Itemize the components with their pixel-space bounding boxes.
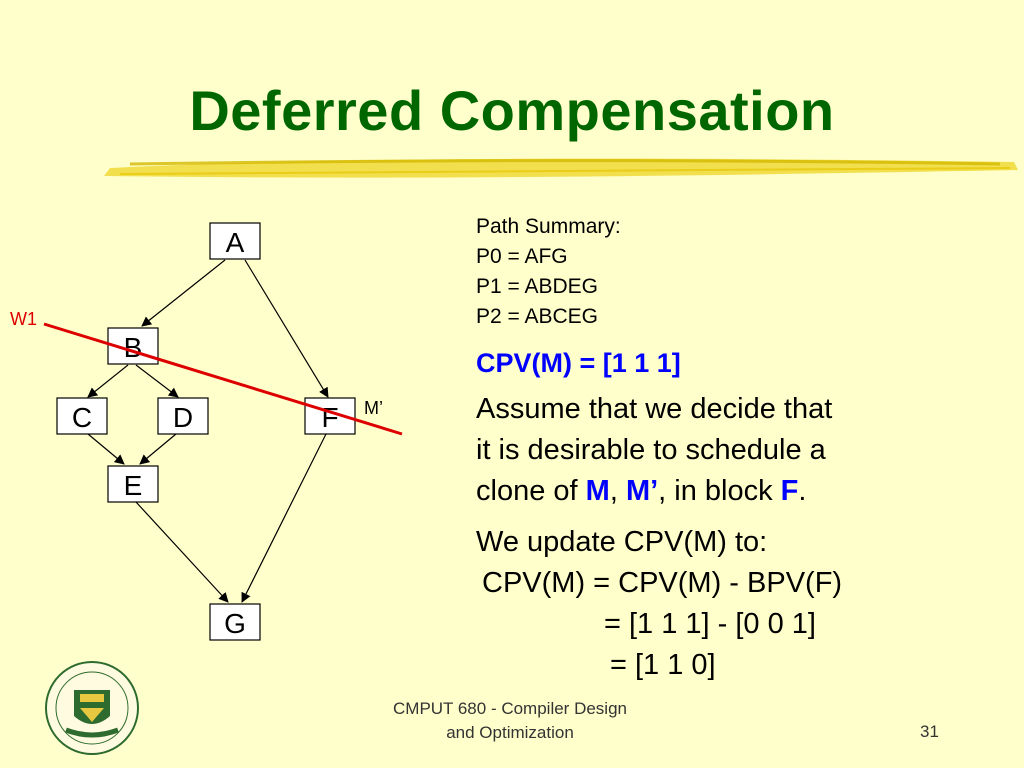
w1-label: W1 xyxy=(10,309,37,329)
edge-c-e xyxy=(87,433,125,465)
course-line-2: and Optimization xyxy=(446,723,574,742)
course-line-1: CMPUT 680 - Compiler Design xyxy=(393,699,627,718)
node-a: A xyxy=(209,222,261,260)
instruction-m: M xyxy=(585,475,610,507)
node-e: E xyxy=(107,465,159,503)
path-p1: P1 = ABDEG xyxy=(476,275,598,298)
node-d: D xyxy=(157,397,209,435)
assume-prefix: clone of xyxy=(476,475,586,507)
node-f-label: F xyxy=(321,402,338,433)
node-b-label: B xyxy=(124,332,143,363)
explanation-panel: Path Summary: P0 = AFG P1 = ABDEG P2 = A… xyxy=(476,212,1016,686)
node-g: G xyxy=(209,603,261,641)
cpv-value: CPV(M) = [1 1 1] xyxy=(476,348,681,378)
control-flow-graph: A B C D F E G W1 M’ xyxy=(10,222,403,641)
assume-line-2: it is desirable to schedule a xyxy=(476,434,826,466)
update-line-2: CPV(M) = CPV(M) - BPV(F) xyxy=(482,567,843,599)
university-seal-logo xyxy=(45,661,139,755)
edge-a-f xyxy=(244,259,329,398)
node-a-label: A xyxy=(226,227,245,258)
assume-comma: , xyxy=(609,475,626,507)
assume-line-3: clone of M, M’, in block F. xyxy=(476,471,1016,512)
assume-period: . xyxy=(798,475,807,507)
m-prime-label: M’ xyxy=(364,398,383,418)
block-f: F xyxy=(780,475,799,507)
edge-a-b xyxy=(141,259,226,327)
assume-in-block: , in block xyxy=(658,475,781,507)
course-footer: CMPUT 680 - Compiler Design and Optimiza… xyxy=(340,697,680,745)
edge-e-g xyxy=(135,501,229,603)
edge-d-e xyxy=(139,433,177,465)
assume-line-1: Assume that we decide that xyxy=(476,393,833,425)
node-d-label: D xyxy=(173,402,193,433)
path-p2: P2 = ABCEG xyxy=(476,305,598,328)
update-line-1: We update CPV(M) to: xyxy=(476,526,768,558)
title-underline-brush xyxy=(104,158,1018,178)
instruction-m-prime: M’ xyxy=(625,475,659,507)
cpv-update: We update CPV(M) to: CPV(M) = CPV(M) - B… xyxy=(476,522,1016,686)
w1-cut-line xyxy=(43,322,403,436)
node-c: C xyxy=(56,397,108,435)
page-number: 31 xyxy=(920,722,939,741)
slide-title: Deferred Compensation xyxy=(189,79,835,142)
node-b: B xyxy=(107,327,159,365)
path-p0: P0 = AFG xyxy=(476,245,568,268)
node-g-label: G xyxy=(224,608,246,639)
update-line-4: = [1 1 0] xyxy=(610,649,716,681)
edge-f-g xyxy=(241,433,327,603)
assumption-text: Assume that we decide that it is desirab… xyxy=(476,389,1016,512)
node-c-label: C xyxy=(72,402,92,433)
path-summary-heading: Path Summary: xyxy=(476,215,621,238)
update-line-3: = [1 1 1] - [0 0 1] xyxy=(604,608,816,640)
path-summary: Path Summary: P0 = AFG P1 = ABDEG P2 = A… xyxy=(476,212,1016,332)
edge-b-d xyxy=(135,364,179,398)
node-e-label: E xyxy=(124,470,143,501)
edge-b-c xyxy=(87,364,129,398)
